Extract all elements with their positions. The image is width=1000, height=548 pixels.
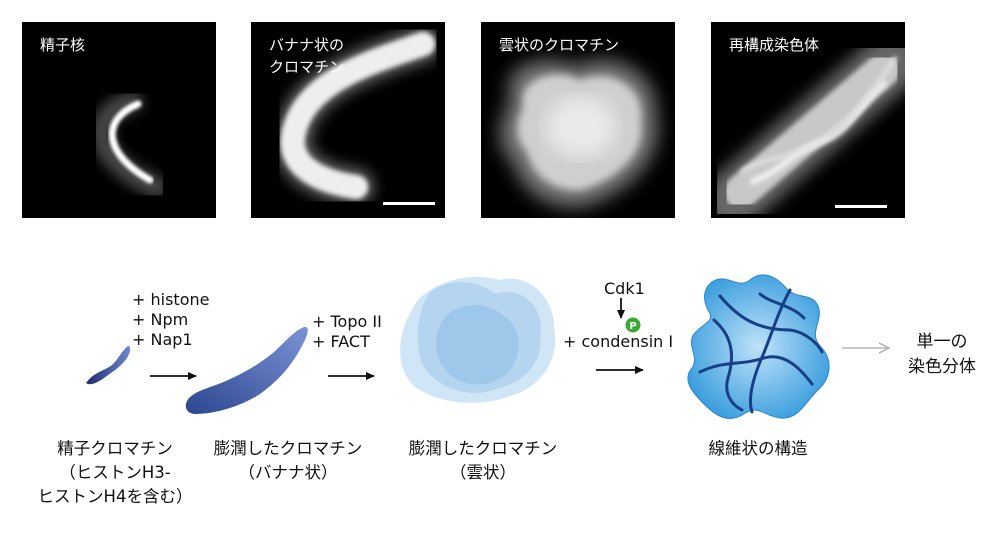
panel-label-sperm-nucleus: 精子核 <box>40 36 86 54</box>
sperm-chromatin-shape <box>86 346 131 385</box>
phospho-badge <box>625 317 641 333</box>
caption-sperm-chromatin: 精子クロマチン （ヒストンH3- ヒストンH4を含む） <box>37 439 193 506</box>
panel-sperm-nucleus: 精子核 <box>22 22 216 218</box>
panel-banana-chromatin: バナナ状の クロマチン <box>251 22 445 218</box>
panel-label-cloud-chromatin: 雲状のクロマチン <box>499 36 620 54</box>
reagents-step1: + histone + Npm + Nap1 <box>132 290 210 349</box>
banana-chromatin-shape <box>185 326 308 414</box>
reagent-cdk1: Cdk1 <box>604 279 645 298</box>
sperm-nucleus-image <box>91 91 168 198</box>
reagent-condensin: + condensin I <box>563 332 674 351</box>
reconstituted-chromosome-image <box>711 33 905 218</box>
scale-bar <box>835 205 887 208</box>
panel-label-reconstituted-chromosome: 再構成染色体 <box>729 36 820 54</box>
phospho-label: P <box>629 321 636 332</box>
cloud-chromatin-image <box>499 60 658 208</box>
cloud-chromatin-shape <box>400 276 556 403</box>
final-stage-label: 単一の 染色分体 <box>908 332 976 377</box>
reagents-step2: + Topo II + FACT <box>312 312 382 351</box>
panel-cloud-chromatin: 雲状のクロマチン <box>481 22 675 218</box>
fibrous-structure-shape <box>687 274 830 419</box>
caption-swollen-cloud: 膨潤したクロマチン （雲状） <box>408 439 558 482</box>
panel-reconstituted-chromosome: 再構成染色体 <box>711 22 905 218</box>
scale-bar <box>383 202 435 205</box>
banana-chromatin-image <box>274 26 441 205</box>
panel-label-banana-chromatin: バナナ状の クロマチン <box>269 36 345 76</box>
caption-fibrous-structure: 線維状の構造 <box>708 439 808 458</box>
caption-swollen-banana: 膨潤したクロマチン （バナナ状） <box>213 439 363 482</box>
